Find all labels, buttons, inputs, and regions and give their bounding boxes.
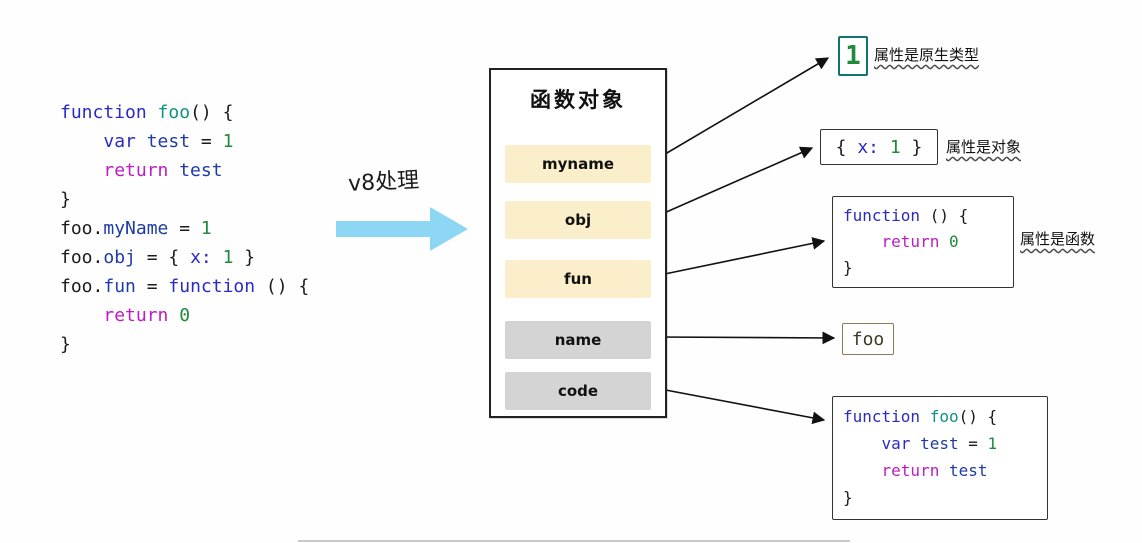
code-line: return test xyxy=(103,160,223,181)
source-code-block: function foo() { var test = 1 return tes… xyxy=(60,98,309,359)
arrow-myname-to-primitive xyxy=(654,57,830,161)
arrow-fun-to-function xyxy=(654,237,826,277)
code-line: var test = 1 xyxy=(103,131,234,152)
arrow-code-to-source xyxy=(654,387,826,425)
primitive-annotation: 属性是原生类型 xyxy=(874,46,980,64)
code-line: foo.obj = { x: 1 } xyxy=(60,247,256,268)
code-line: { x: 1 } xyxy=(835,136,923,158)
object-row-myname: myname xyxy=(505,145,651,183)
arrow-name-to-foo xyxy=(654,331,836,345)
code-line: return test xyxy=(881,461,988,480)
v8-label: v8处理 xyxy=(347,168,420,197)
code-line: function foo() { xyxy=(60,102,234,123)
bottom-divider xyxy=(298,540,850,542)
code-value-box: function foo() { var test = 1 return tes… xyxy=(832,396,1048,520)
primitive-value: 1 xyxy=(845,41,861,71)
name-value: foo xyxy=(851,328,885,350)
row-label-obj: obj xyxy=(564,211,592,229)
object-row-obj: obj xyxy=(505,201,651,239)
function-value-box: function () { return 0} xyxy=(832,196,1014,288)
code-line: } xyxy=(60,334,71,355)
arrow-obj-to-object xyxy=(654,146,814,218)
primitive-value-box: 1 xyxy=(838,36,868,76)
code-line: foo.fun = function () { xyxy=(60,276,310,297)
row-label-code: code xyxy=(557,382,599,400)
code-line: } xyxy=(843,488,853,507)
object-annotation: 属性是对象 xyxy=(946,138,1022,156)
code-line: } xyxy=(60,189,71,210)
function-object-box: 函数对象 myname obj fun name code xyxy=(489,68,667,418)
code-line: } xyxy=(843,258,853,277)
code-line: function () { xyxy=(843,206,969,225)
object-row-code: code xyxy=(505,372,651,410)
code-line: return 0 xyxy=(103,305,191,326)
object-value-box: { x: 1 } xyxy=(820,129,938,165)
object-row-name: name xyxy=(505,321,651,359)
function-annotation: 属性是函数 xyxy=(1020,230,1096,248)
code-line: return 0 xyxy=(881,232,959,251)
v8-arrow-icon xyxy=(336,207,468,251)
code-line: foo.myName = 1 xyxy=(60,218,212,239)
function-object-title: 函数对象 xyxy=(530,88,626,112)
name-value-box: foo xyxy=(842,323,894,355)
row-label-myname: myname xyxy=(541,155,614,173)
code-line: var test = 1 xyxy=(881,434,998,453)
object-row-fun: fun xyxy=(505,260,651,298)
row-label-fun: fun xyxy=(564,270,592,288)
code-line: function foo() { xyxy=(843,407,998,426)
row-label-name: name xyxy=(554,331,602,349)
